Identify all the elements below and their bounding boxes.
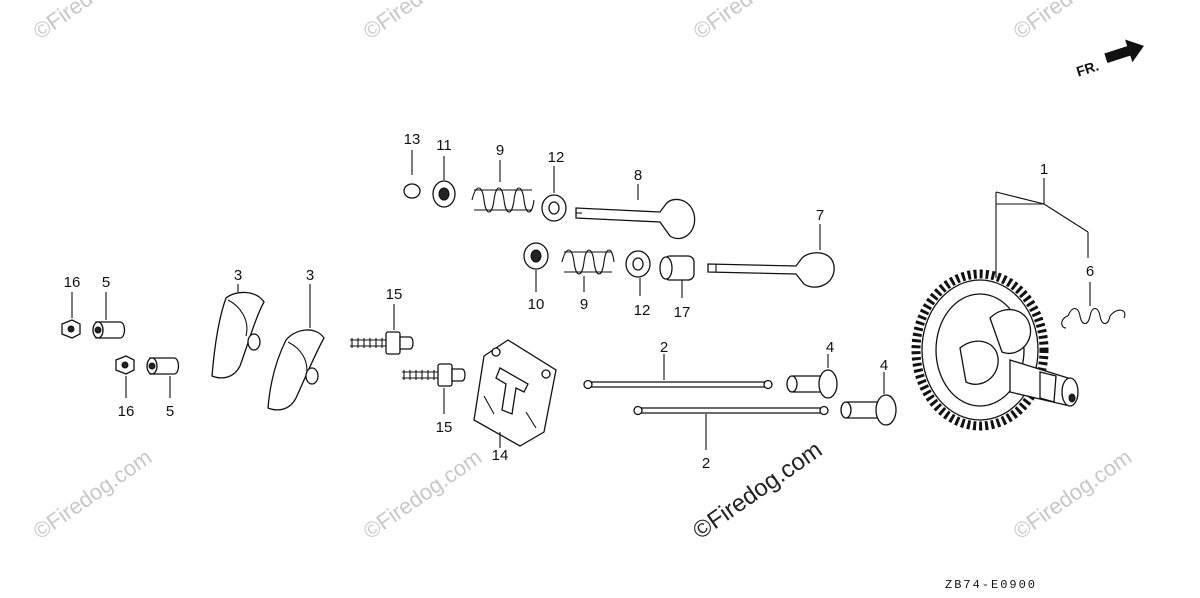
valve-stem-seal-17: 17 [659, 255, 695, 321]
callout-5a: 5 [102, 274, 110, 291]
intake-valve-7: 7 [707, 207, 835, 288]
callout-7: 7 [816, 207, 824, 224]
pivot-nut-5-upper: 5 [92, 274, 126, 339]
callout-15a: 15 [386, 286, 403, 303]
callout-2b: 2 [702, 455, 710, 472]
callout-12a: 12 [548, 149, 565, 166]
rocker-arm-3-left: 3 [211, 267, 265, 379]
drawing-code: ZB74-E0900 [945, 578, 1037, 592]
callout-10: 10 [528, 296, 545, 313]
valve-lifter-4-lower: 4 [840, 357, 897, 426]
callout-9a: 9 [496, 142, 504, 159]
valve-spring-9-lower: 9 [561, 249, 615, 313]
spring-seat-12-lower: 12 [625, 250, 651, 319]
pivot-nut-5-lower: 5 [146, 357, 180, 420]
arrow-right-icon [1104, 39, 1144, 64]
nut-16-lower: 16 [115, 355, 135, 420]
watermark: ©Firedog.com [359, 0, 487, 44]
pivot-bolt-15-upper: 15 [350, 286, 414, 355]
callout-3b: 3 [306, 267, 314, 284]
callout-9b: 9 [580, 296, 588, 313]
exhaust-valve-8: 8 [575, 167, 696, 240]
callout-6: 6 [1086, 263, 1094, 280]
callout-14: 14 [492, 447, 509, 464]
watermark: ©Firedog.com [1009, 0, 1137, 44]
push-rod-2-upper: 2 [583, 339, 773, 390]
callout-4a: 4 [826, 339, 834, 356]
watermark-main: ©Firedog.com [688, 436, 827, 545]
callout-1: 1 [1040, 161, 1048, 178]
decompressor-spring-6: 6 [1061, 263, 1126, 329]
callout-16b: 16 [118, 403, 135, 420]
spring-seat-12-upper: 12 [541, 149, 567, 222]
callout-4b: 4 [880, 357, 888, 374]
cam-gear-teeth [911, 269, 1049, 431]
front-direction-indicator: FR. [1074, 39, 1144, 80]
callout-1-bracket: 1 [995, 161, 1089, 278]
push-rod-2-lower: 2 [633, 405, 829, 472]
watermark: ©Firedog.com [689, 0, 817, 44]
watermark: ©Firedog.com [29, 0, 157, 44]
callout-15b: 15 [436, 419, 453, 436]
spring-retainer-10: 10 [523, 242, 549, 313]
valve-lifter-4-upper: 4 [786, 339, 838, 399]
callout-3a: 3 [234, 267, 242, 284]
watermark: ©Firedog.com [1009, 444, 1137, 544]
callout-12b: 12 [634, 302, 651, 319]
watermark: ©Firedog.com [359, 444, 487, 544]
valve-spring-9-upper: 9 [471, 142, 535, 213]
callout-2a: 2 [660, 339, 668, 356]
push-rod-guide-plate-14: 14 [473, 339, 557, 464]
nut-16-upper: 16 [61, 274, 81, 339]
watermark: ©Firedog.com [29, 444, 157, 544]
pivot-bolt-15-lower: 15 [402, 363, 466, 436]
callout-5b: 5 [166, 403, 174, 420]
spring-retainer-11: 11 [432, 137, 456, 208]
front-label: FR. [1074, 57, 1100, 79]
camshaft-gear-1 [911, 269, 1079, 431]
callout-16a: 16 [64, 274, 81, 291]
callout-17: 17 [674, 304, 691, 321]
callout-8: 8 [634, 167, 642, 184]
callout-11: 11 [436, 137, 452, 154]
valve-cotter-13: 13 [403, 131, 421, 199]
rocker-arm-3-right: 3 [267, 267, 325, 411]
callout-13: 13 [404, 131, 421, 148]
